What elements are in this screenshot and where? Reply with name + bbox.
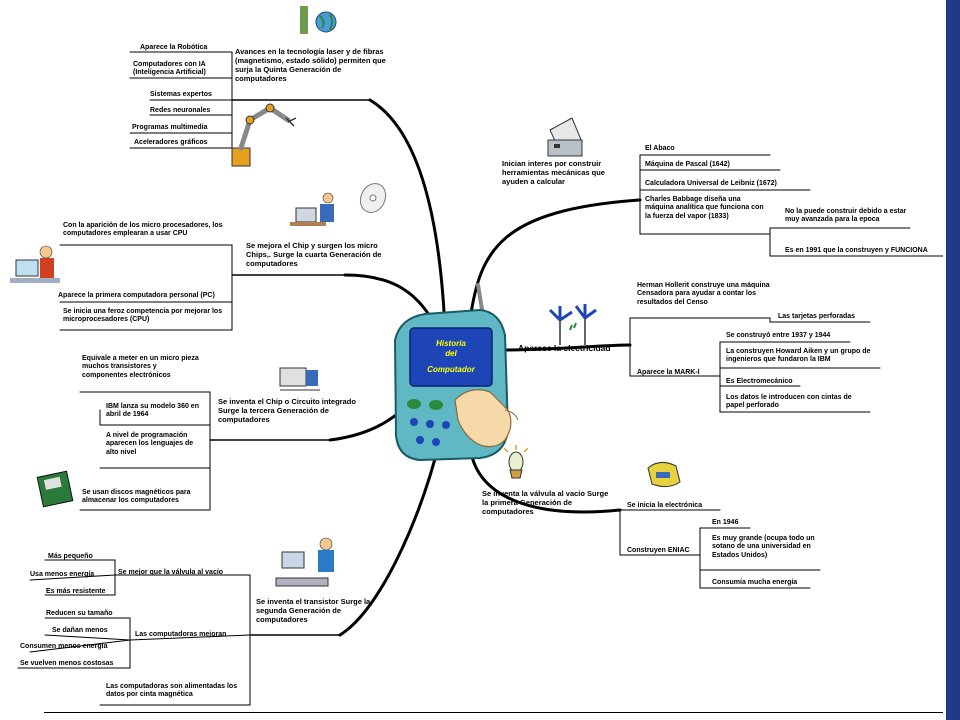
third-item-ibm: IBM lanza su modelo 360 en abril de 1964 [106,403,199,419]
fourth-gen-title: Se mejora el Chip y surgen los micro Chi… [246,241,382,268]
fourth-item-cpu: Con la aparición de los micro procesador… [63,222,223,238]
second-g2-size: Reducen su tamaño [46,610,113,617]
tools-item-babbage: Charles Babbage diseña una máquina analí… [645,196,764,220]
fifth-item-ia: Computadores con IA (Inteligencia Artifi… [133,61,206,77]
right-border-gap [943,0,946,720]
fifth-gen-title: Avances en la tecnología laser y de fibr… [235,47,386,83]
second-g2-energy: Consumen menos energía [20,643,108,650]
electricity-mark: Aparece la MARK-I [637,369,700,376]
person-computer-icon [10,245,60,283]
center-title-line2: del [445,349,457,358]
mark-item-electromech: Es Electromecánico [726,378,793,385]
eniac-item-energy: Consumía mucha energía [712,579,798,586]
transistor-computer-icon [275,537,334,587]
third-gen-title: Se inventa el Chip o Circuito integrado … [218,397,356,424]
calculator-fax-icon [547,117,583,157]
electricity-hollerith: Herman Hollerit construye una máquina Ce… [637,282,770,306]
second-g2-damage: Se dañan menos [52,627,108,634]
fifth-item-expert: Sistemas expertos [150,91,212,98]
globe-icon [300,6,337,34]
electricity-title: Aparece la electricidad [518,343,611,353]
worker-computer-icon [290,192,334,226]
fourth-item-competition: Se inicia una feroz competencia por mejo… [63,308,223,324]
third-item-micro: Equivale a meter en un micro pieza mucho… [82,355,199,379]
tools-sub-advanced: No la puede construir debido a estar muy… [785,208,907,224]
third-item-lang: A nivel de programación aparecen los len… [106,432,194,456]
fifth-item-robotics: Aparece la Robótica [140,44,208,51]
robot-arm-icon [231,103,297,167]
fifth-item-multimedia: Programas multimedia [132,124,208,131]
first-eniac: Construyen ENIAC [627,547,690,554]
second-gen-title: Se inventa el transistor Surge la segund… [256,597,371,624]
center-phone-illustration [393,283,519,462]
right-border [946,0,960,720]
first-electronics: Se inicia la electrónica [627,502,703,509]
second-g1-smaller: Más pequeño [48,553,93,560]
mark-item-tape: Los datos le introducen con cintas de pa… [726,394,852,410]
center-title-line3: Computador [427,365,475,374]
vacuum-tube-icon [503,445,529,479]
electricity-cards: Las tarjetas perforadas [778,313,856,320]
floppy-disk-icon [36,470,74,508]
second-g1-resistant: Es más resistente [46,588,106,595]
center-title-line1: Historia [436,339,466,348]
bottom-rule [44,712,944,713]
tools-item-leibniz: Calculadora Universal de Leibniz (1672) [645,180,777,187]
circuit-computer-icon [279,367,320,391]
second-group2: Las computadoras mejoran [135,631,227,638]
eniac-item-1946: En 1946 [712,519,739,526]
mark-item-built: Se construyó entre 1937 y 1944 [726,332,831,339]
tools-item-abacus: El Abaco [645,145,675,152]
second-g1-energy: Usa menos energía [30,571,95,578]
second-group1: Se mejor que la válvula al vacío [118,569,224,576]
tools-sub-1991: Es en 1991 que la construyen y FUNCIONA [785,247,928,254]
second-g2-cost: Se vuelven menos costosas [20,660,114,667]
windmill-icon [548,304,597,345]
first-gen-title: Se inventa la válvula al vacío Surge la … [482,489,609,516]
third-item-disks: Se usan discos magnéticos para almacenar… [82,489,191,505]
tools-title: Inician interes por construir herramient… [502,159,605,186]
fifth-item-neural: Redes neuronales [150,107,211,114]
fifth-item-graphics: Aceleradores gráficos [134,139,208,146]
second-note-tape: Las computadoras son alimentadas los dat… [106,683,238,699]
mark-item-aiken: La construyen Howard Aiken y un grupo de… [726,348,871,364]
electronics-icon [647,462,681,488]
eniac-item-big: Es muy grande (ocupa todo un sotano de u… [712,535,815,559]
cd-disc-icon [359,182,387,214]
fourth-item-pc: Aparece la primera computadora personal … [58,292,215,299]
tools-item-pascal: Máquina de Pascal (1642) [645,161,730,168]
